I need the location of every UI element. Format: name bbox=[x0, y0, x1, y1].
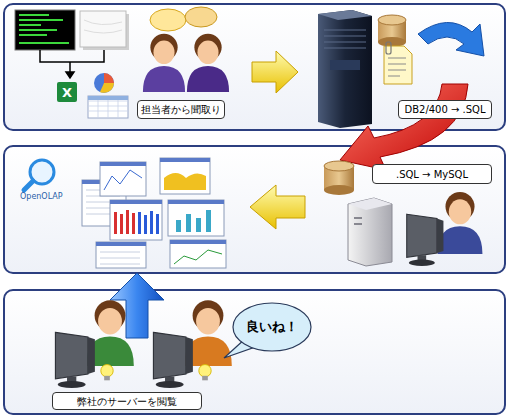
logo-text: OpenOLAP bbox=[20, 192, 63, 201]
caption-text: 弊社のサーバーを閲覧 bbox=[77, 396, 177, 407]
bubble-shape bbox=[233, 303, 311, 351]
transfer-arrow bbox=[340, 84, 468, 170]
openolap-logo bbox=[24, 160, 54, 190]
viewer bbox=[153, 300, 231, 388]
svg-text:X: X bbox=[62, 85, 72, 100]
caption-box: .SQL → MySQL bbox=[372, 164, 492, 184]
pc-server bbox=[348, 198, 392, 266]
speech-bubble: 良いね！ bbox=[232, 302, 312, 352]
band bbox=[4, 146, 505, 273]
talking-people bbox=[143, 7, 229, 92]
pie-chart bbox=[94, 73, 114, 93]
band bbox=[4, 290, 505, 414]
caption-box: 弊社のサーバーを閲覧 bbox=[52, 392, 202, 410]
caption-box: DB2/400 → .SQL bbox=[398, 100, 492, 119]
database-cylinder bbox=[378, 15, 406, 47]
bubble-text: 良いね！ bbox=[246, 318, 298, 336]
caption-text: .SQL → MySQL bbox=[396, 169, 468, 180]
band bbox=[4, 4, 505, 130]
mainframe-server bbox=[318, 10, 372, 128]
database-cylinder bbox=[324, 161, 354, 195]
document-icon bbox=[384, 42, 412, 84]
flow-arrow bbox=[252, 51, 298, 93]
operator bbox=[407, 192, 483, 266]
caption-box: 担当者から聞取り bbox=[137, 100, 225, 119]
paper-report bbox=[80, 11, 129, 50]
caption-text: DB2/400 → .SQL bbox=[404, 104, 485, 115]
dashboard-screens bbox=[82, 158, 226, 268]
convert-arrow bbox=[418, 22, 484, 56]
caption-text: 担当者から聞取り bbox=[141, 104, 221, 115]
flow-arrow bbox=[250, 185, 305, 229]
viewer bbox=[55, 300, 133, 388]
terminal-screenshot bbox=[15, 10, 75, 50]
merge-lines bbox=[40, 50, 104, 78]
spreadsheet bbox=[88, 96, 128, 118]
excel-icon: X bbox=[57, 82, 77, 102]
